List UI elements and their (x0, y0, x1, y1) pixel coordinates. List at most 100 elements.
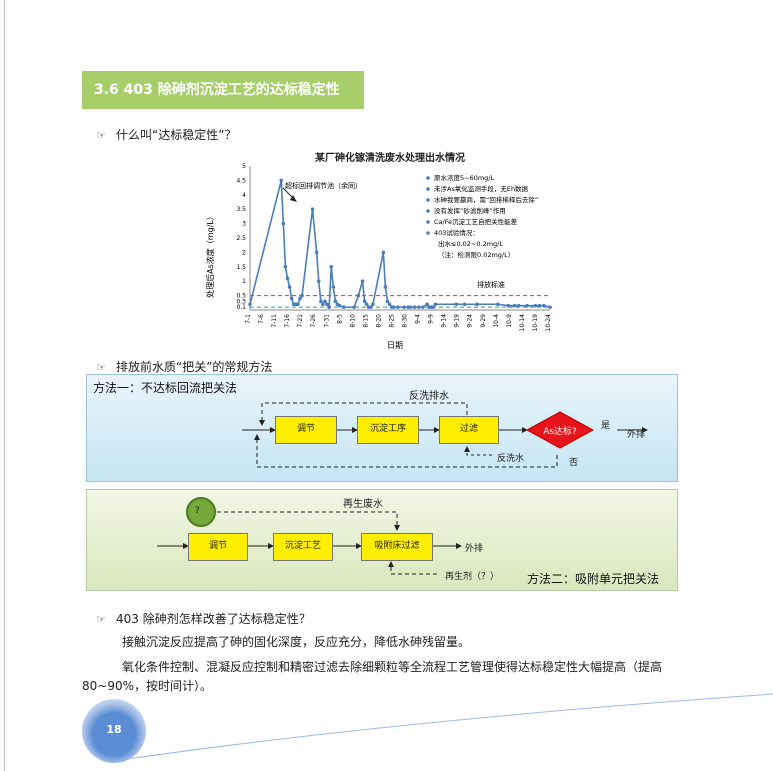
paragraph-1: 接触沉淀反应提高了砷的固化深度，反应充分，降低水砷残留量。 (122, 635, 471, 649)
data-point (310, 207, 315, 211)
y-tick-label: 2 (242, 249, 246, 256)
data-point (327, 305, 331, 309)
bullet-what-is-stability: ☞ 什么叫“达标稳定性”？ (96, 126, 236, 143)
data-point (391, 305, 396, 309)
method1-backwash-water: 反洗水 (497, 454, 525, 464)
data-point (364, 302, 369, 307)
data-point (385, 299, 390, 304)
x-tick-label: 7-21 (297, 314, 304, 328)
data-point (331, 285, 336, 289)
pointing-hand-icon: ☞ (96, 129, 106, 142)
y-tick-label: 3 (242, 221, 246, 228)
x-tick-label: 7-6 (258, 314, 265, 324)
data-point (296, 302, 300, 307)
pointing-hand-icon: ☞ (96, 361, 106, 374)
data-point (462, 302, 467, 307)
method2-out: 外排 (465, 544, 484, 554)
data-point (506, 303, 511, 308)
chart-notes: 原水浓度5~60mg/L未涉As氧化监测手段，无Eh数据水砷我要赢商，需“回排稀… (426, 173, 538, 259)
x-tick-label: 8-20 (375, 314, 382, 328)
note-bullet (426, 209, 430, 213)
data-point (300, 293, 304, 298)
method1-adjust-box: 调节 (275, 416, 337, 444)
data-point (248, 302, 252, 307)
bullet-text: 什么叫“达标稳定性”？ (116, 128, 237, 142)
pointing-hand-icon: ☞ (96, 613, 106, 626)
data-point (360, 279, 365, 283)
data-point (321, 302, 325, 307)
chart-ylabel: 处理后As浓度（mg/L） (205, 212, 215, 298)
bullet-text: 排放前水质“把关”的常规方法 (116, 360, 273, 374)
method1-panel: 方法一：不达标回流把关法 调节 沉淀工序 过滤 As达标? 反洗排水 反洗水 是… (86, 374, 678, 482)
data-point (369, 305, 373, 309)
y-tick-label: 0.3 (236, 298, 246, 305)
data-point (325, 302, 329, 307)
data-point (516, 303, 521, 308)
data-point (433, 302, 438, 307)
method2-circle-label: ? (195, 506, 200, 516)
data-point (279, 178, 284, 183)
method2-regen-agent: 再生剂（？） (445, 572, 500, 582)
x-tick-label: 10-14 (519, 314, 526, 332)
x-tick-label: 7-1 (245, 314, 252, 324)
chart-note: 水砷我要赢商，需“回排稀释后去除” (434, 195, 538, 204)
x-tick-label: 8-5 (336, 314, 343, 324)
y-tick-label: 1.5 (236, 264, 246, 271)
x-tick-label: 8-10 (349, 314, 356, 328)
method1-precip-box: 沉淀工序 (357, 416, 419, 444)
data-point (475, 302, 479, 307)
data-point (396, 305, 400, 309)
data-point (314, 250, 319, 255)
method2-precip-box: 沉淀工艺 (273, 533, 333, 561)
data-point (356, 293, 361, 298)
y-tick-label: 1 (242, 278, 246, 285)
data-point (316, 279, 321, 283)
chart-note: 没有发挥“砂滤削峰”作用 (434, 206, 506, 215)
x-tick-label: 9-29 (480, 314, 487, 328)
x-tick-label: 9-24 (467, 314, 474, 328)
x-tick-label: 7-16 (284, 314, 291, 328)
unknown-circle (186, 497, 216, 527)
data-point (337, 303, 342, 308)
data-point (421, 305, 425, 309)
data-point (352, 305, 356, 309)
data-point (329, 265, 334, 269)
y-tick-label: 0.5 (236, 293, 246, 300)
chart-note: （注：检测限0.02mg/L） (438, 250, 514, 259)
data-point (408, 305, 413, 309)
method2-panel: ? 调节 沉淀工艺 吸附床过滤 再生废水 外排 再生剂（？） 方法二：吸附单元把… (86, 489, 678, 591)
x-tick-label: 10-24 (545, 314, 552, 332)
data-point (533, 303, 538, 308)
x-tick-label: 7-26 (310, 314, 317, 328)
paragraph-2: 氧化条件控制、混凝反应控制和精密过滤去除细颗粒等全流程工艺管理使得达标稳定性大幅… (122, 660, 663, 674)
data-point (285, 276, 290, 281)
method2-adjust-box: 调节 (188, 533, 248, 561)
y-tick-label: 2.5 (236, 235, 246, 242)
note-bullet (426, 220, 430, 224)
data-point (341, 305, 346, 309)
data-point (298, 296, 302, 301)
x-tick-label: 9-19 (454, 314, 461, 328)
x-tick-label: 9-14 (441, 314, 448, 328)
x-tick-label: 7-31 (323, 314, 330, 328)
data-point (541, 303, 546, 308)
data-point (289, 296, 294, 301)
x-tick-label: 8-25 (388, 314, 395, 328)
standard-label: 排放标准 (477, 280, 505, 289)
chart-note: 未涉As氧化监测手段，无Eh数据 (434, 184, 529, 193)
method1-yes: 是 (601, 421, 611, 431)
y-tick-label: 0.1 (236, 304, 246, 311)
page-number-badge (82, 699, 146, 763)
method1-title: 方法一：不达标回流把关法 (93, 381, 238, 395)
note-bullet (426, 198, 430, 202)
data-point (402, 305, 406, 309)
method1-decision-label: As达标? (543, 427, 577, 437)
x-tick-label: 10-9 (506, 314, 513, 328)
data-point (371, 302, 375, 307)
data-point (431, 305, 436, 309)
method1-backwash-drain: 反洗排水 (409, 391, 449, 402)
annotation-arrowhead (290, 195, 297, 202)
paragraph-2-cont: 80~90%，按时间计）。 (82, 679, 212, 693)
data-point (319, 299, 323, 304)
